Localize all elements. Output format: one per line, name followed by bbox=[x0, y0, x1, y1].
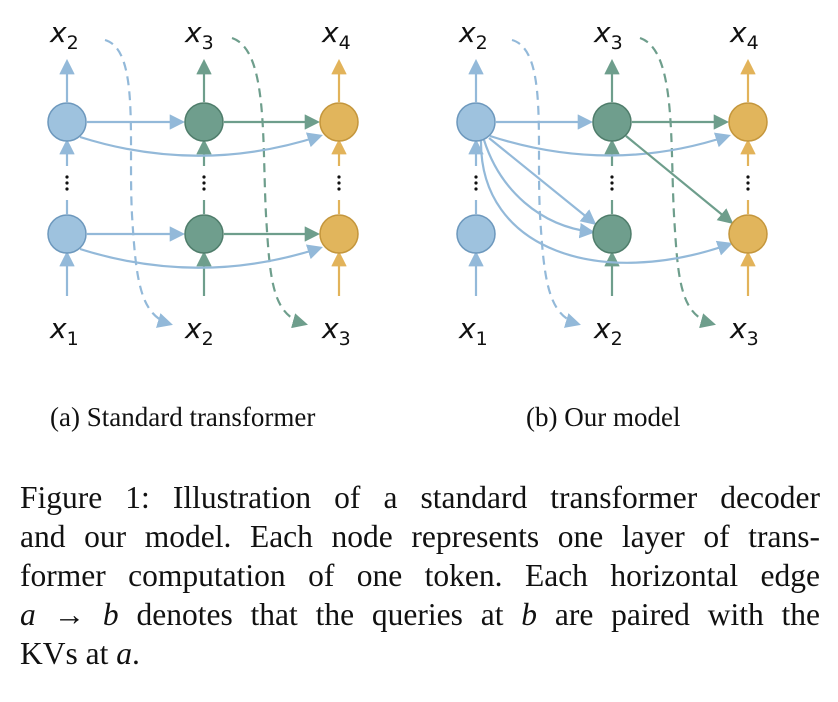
node-gold bbox=[319, 102, 359, 142]
token-label-top: x3 bbox=[593, 16, 623, 54]
token-label-bottom: x1 bbox=[458, 312, 488, 350]
token-label-top: x2 bbox=[458, 16, 488, 54]
token-label-bottom: x3 bbox=[729, 312, 759, 350]
feedback-edge bbox=[639, 36, 716, 329]
caption-text: are paired with the bbox=[537, 597, 821, 632]
ellipsis-dots bbox=[65, 175, 341, 191]
node-blue bbox=[47, 214, 87, 254]
kv-edge bbox=[625, 135, 734, 224]
caption-text: KVs at bbox=[20, 636, 117, 671]
math-b: b bbox=[102, 597, 119, 632]
panel-b: x2 x3 x4 x1 x2 x3 bbox=[456, 16, 768, 350]
arrow-symbol: → bbox=[35, 597, 103, 632]
caption-text: . bbox=[132, 636, 140, 671]
subcaption-a: (a) Standard transformer bbox=[50, 402, 316, 432]
node-green bbox=[184, 102, 224, 142]
token-label-bottom: x1 bbox=[49, 312, 79, 350]
caption-line: Figure 1: Illustration of a standard tra… bbox=[20, 480, 820, 515]
caption-line: former computation of one token. Each ho… bbox=[20, 558, 820, 593]
kv-edge bbox=[489, 132, 731, 157]
subcaption-b: (b) Our model bbox=[526, 402, 681, 432]
token-label-top: x4 bbox=[321, 16, 351, 54]
token-label-bottom: x3 bbox=[321, 312, 351, 350]
node-gold bbox=[728, 214, 768, 254]
token-label-top: x2 bbox=[49, 16, 79, 54]
caption-line: a → b denotes that the queries at b are … bbox=[20, 595, 820, 634]
feedback-edge bbox=[104, 38, 173, 328]
node-green bbox=[592, 102, 632, 142]
token-label-top: x4 bbox=[729, 16, 759, 54]
token-label-top: x3 bbox=[184, 16, 214, 54]
kv-edge bbox=[79, 132, 323, 157]
math-a: a bbox=[116, 636, 132, 671]
figure-diagram: x2 x3 x4 x1 x2 x3 bbox=[47, 16, 768, 350]
kv-edge bbox=[479, 140, 733, 264]
node-blue bbox=[456, 214, 496, 254]
node-blue bbox=[47, 102, 87, 142]
caption-line: KVs at a. bbox=[20, 634, 820, 673]
token-label-bottom: x2 bbox=[184, 312, 214, 350]
node-green bbox=[184, 214, 224, 254]
token-label-bottom: x2 bbox=[593, 312, 623, 350]
kv-edge bbox=[79, 244, 323, 269]
caption-line: and our model. Each node represents one … bbox=[20, 519, 820, 554]
ellipsis-dots bbox=[474, 175, 750, 191]
feedback-edge bbox=[231, 36, 308, 329]
node-gold bbox=[319, 214, 359, 254]
math-b: b bbox=[521, 597, 538, 632]
feedback-edge bbox=[511, 38, 581, 328]
math-a: a bbox=[20, 597, 36, 632]
kv-edge bbox=[482, 139, 596, 239]
figure-caption: Figure 1: Illustration of a standard tra… bbox=[20, 478, 820, 673]
panel-a: x2 x3 x4 x1 x2 x3 bbox=[47, 16, 359, 350]
node-blue bbox=[456, 102, 496, 142]
kv-edge bbox=[488, 137, 597, 225]
caption-text: denotes that the queries at bbox=[118, 597, 522, 632]
node-green bbox=[592, 214, 632, 254]
node-gold bbox=[728, 102, 768, 142]
